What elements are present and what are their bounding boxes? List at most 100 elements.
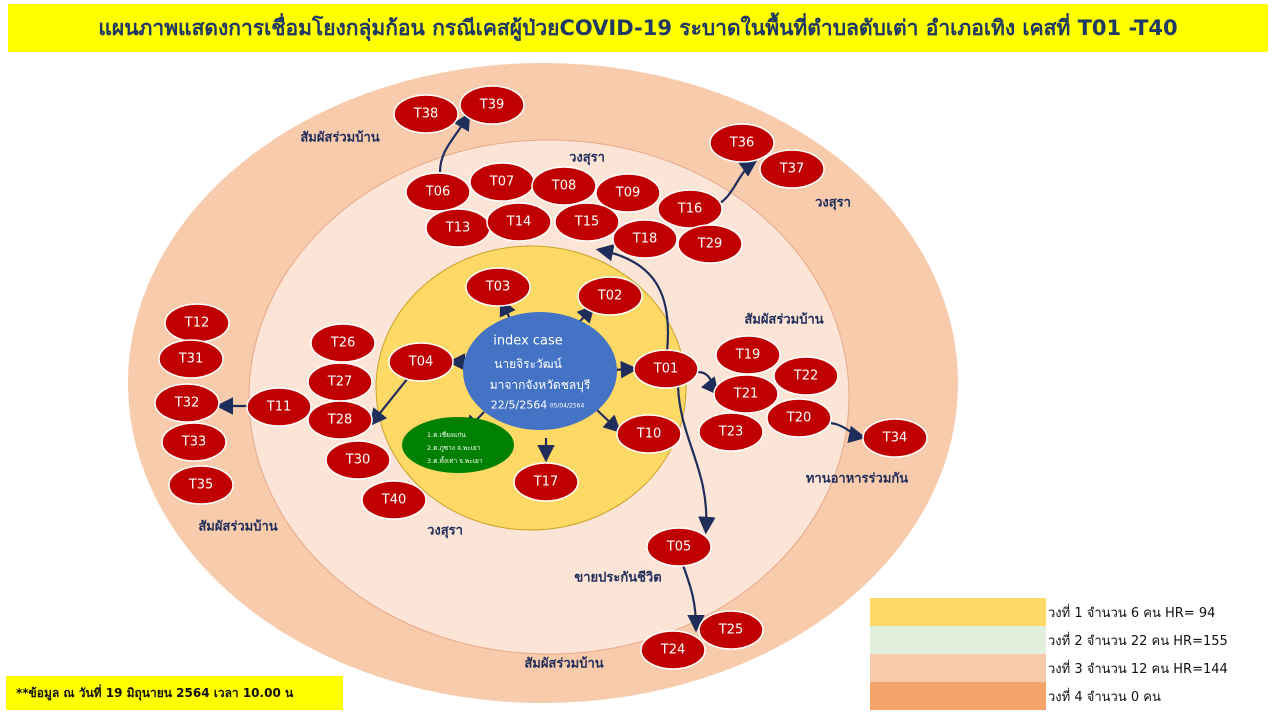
case-node-shape bbox=[168, 465, 234, 505]
case-node-t20: T20 bbox=[766, 398, 832, 438]
case-node-label: T32 bbox=[174, 396, 199, 411]
case-node-shape bbox=[486, 202, 552, 242]
case-node-label: T10 bbox=[636, 427, 661, 442]
case-node-shape bbox=[393, 94, 459, 134]
case-node-shape bbox=[715, 335, 781, 375]
green-line-3: 3.ต.ทั้งเท่า จ.พะเยา bbox=[427, 456, 483, 465]
case-node-t17: T17 bbox=[513, 462, 579, 502]
legend-row-ring-3: วงที่ 3 จำนวน 12 คน HR=144 bbox=[870, 654, 1270, 682]
legend-row-ring-1: วงที่ 1 จำนวน 6 คน HR= 94 bbox=[870, 598, 1270, 626]
case-node-shape bbox=[577, 276, 643, 316]
case-node-t32: T32 bbox=[154, 383, 220, 423]
case-node-t21: T21 bbox=[713, 374, 779, 414]
case-node-t16: T16 bbox=[657, 189, 723, 229]
arrow-t05-t24 bbox=[681, 564, 705, 633]
data-timestamp-note: **ข้อมูล ณ วันที่ 19 มิถุนายน 2564 เวลา … bbox=[6, 676, 343, 710]
case-node-label: T01 bbox=[653, 362, 678, 377]
legend-row-ring-2: วงที่ 2 จำนวน 22 คน HR=155 bbox=[870, 626, 1270, 654]
case-node-t26: T26 bbox=[310, 323, 376, 363]
case-node-t31: T31 bbox=[158, 339, 224, 379]
case-node-label: T03 bbox=[485, 280, 510, 295]
label-shared-meal: ทานอาหารร่วมกัน bbox=[806, 472, 908, 487]
case-node-t28: T28 bbox=[307, 400, 373, 440]
case-node-t35: T35 bbox=[168, 465, 234, 505]
case-node-t01: T01 bbox=[633, 349, 699, 389]
title-banner: แผนภาพแสดงการเชื่อมโยงกลุ่มก้อน กรณีเคสผ… bbox=[8, 4, 1268, 52]
case-node-t15: T15 bbox=[554, 202, 620, 242]
arrow-t20-t34 bbox=[830, 421, 867, 444]
case-node-shape bbox=[405, 172, 471, 212]
case-node-t27: T27 bbox=[307, 362, 373, 402]
case-node-t40: T40 bbox=[361, 480, 427, 520]
case-node-shape bbox=[677, 224, 743, 264]
case-node-shape bbox=[773, 356, 839, 396]
case-node-t22: T22 bbox=[773, 356, 839, 396]
label-household-left: สัมผัสร่วมบ้าน bbox=[198, 519, 277, 535]
case-node-shape bbox=[646, 527, 712, 567]
case-node-t34: T34 bbox=[862, 418, 928, 458]
case-node-label: T36 bbox=[729, 136, 754, 151]
legend-text-ring-2: วงที่ 2 จำนวน 22 คน HR=155 bbox=[1048, 633, 1228, 649]
label-wongsura-right: วงสุรา bbox=[815, 196, 851, 211]
legend-text-ring-4: วงที่ 4 จำนวน 0 คน bbox=[1048, 689, 1161, 705]
case-node-t39: T39 bbox=[459, 85, 525, 125]
legend-swatch-ring-3 bbox=[870, 654, 1046, 682]
case-node-label: T34 bbox=[882, 431, 907, 446]
legend-row-ring-4: วงที่ 4 จำนวน 0 คน bbox=[870, 682, 1270, 710]
case-node-shape bbox=[513, 462, 579, 502]
case-node-label: T21 bbox=[733, 387, 758, 402]
case-node-label: T14 bbox=[506, 215, 531, 230]
index-case-line-2: มาจากจังหวัดชลบุรี bbox=[490, 378, 591, 393]
case-node-t11: T11 bbox=[246, 387, 312, 427]
case-node-label: T19 bbox=[735, 348, 760, 363]
case-node-label: T27 bbox=[327, 375, 352, 390]
case-node-label: T13 bbox=[445, 221, 470, 236]
green-line-1: 1.ต.เชียงแก่น bbox=[427, 431, 466, 439]
case-node-t12: T12 bbox=[164, 303, 230, 343]
case-node-t30: T30 bbox=[325, 440, 391, 480]
legend-text-ring-3: วงที่ 3 จำนวน 12 คน HR=144 bbox=[1048, 661, 1228, 677]
case-node-label: T40 bbox=[381, 493, 406, 508]
case-node-t33: T33 bbox=[161, 422, 227, 462]
case-node-label: T22 bbox=[793, 369, 818, 384]
case-node-label: T37 bbox=[779, 162, 804, 177]
label-household-right: สัมผัสร่วมบ้าน bbox=[744, 312, 823, 328]
case-node-t18: T18 bbox=[612, 219, 678, 259]
case-node-label: T20 bbox=[786, 411, 811, 426]
index-case-label: index case bbox=[493, 334, 563, 349]
case-node-shape bbox=[766, 398, 832, 438]
case-node-shape bbox=[307, 400, 373, 440]
footnote-text: **ข้อมูล ณ วันที่ 19 มิถุนายน 2564 เวลา … bbox=[16, 685, 294, 700]
case-node-t38: T38 bbox=[393, 94, 459, 134]
index-case-line-3: 22/5/2564 bbox=[491, 399, 547, 412]
case-node-t07: T07 bbox=[469, 162, 535, 202]
case-node-shape bbox=[325, 440, 391, 480]
case-node-shape bbox=[161, 422, 227, 462]
case-node-shape bbox=[388, 342, 454, 382]
label-wongsura-top: วงสุรา bbox=[569, 151, 605, 166]
case-node-shape bbox=[310, 323, 376, 363]
case-node-shape bbox=[713, 374, 779, 414]
index-case-node bbox=[463, 312, 617, 430]
case-node-shape bbox=[709, 123, 775, 163]
case-node-label: T04 bbox=[408, 355, 433, 370]
legend: วงที่ 1 จำนวน 6 คน HR= 94 วงที่ 2 จำนวน … bbox=[870, 598, 1270, 710]
case-node-t14: T14 bbox=[486, 202, 552, 242]
case-node-label: T02 bbox=[597, 289, 622, 304]
case-node-t24: T24 bbox=[640, 630, 706, 670]
case-node-t08: T08 bbox=[531, 166, 597, 206]
case-node-t05: T05 bbox=[646, 527, 712, 567]
case-node-label: T31 bbox=[178, 352, 203, 367]
arrow-t04-t28 bbox=[369, 377, 409, 427]
case-node-shape bbox=[246, 387, 312, 427]
case-node-shape bbox=[595, 173, 661, 213]
case-node-shape bbox=[640, 630, 706, 670]
case-node-shape bbox=[612, 219, 678, 259]
legend-swatch-ring-2 bbox=[870, 626, 1046, 654]
case-node-shape bbox=[698, 412, 764, 452]
arrow-index-t10 bbox=[596, 409, 622, 434]
case-node-shape bbox=[154, 383, 220, 423]
label-household-bottom: สัมผัสร่วมบ้าน bbox=[524, 656, 603, 672]
case-node-label: T15 bbox=[574, 215, 599, 230]
